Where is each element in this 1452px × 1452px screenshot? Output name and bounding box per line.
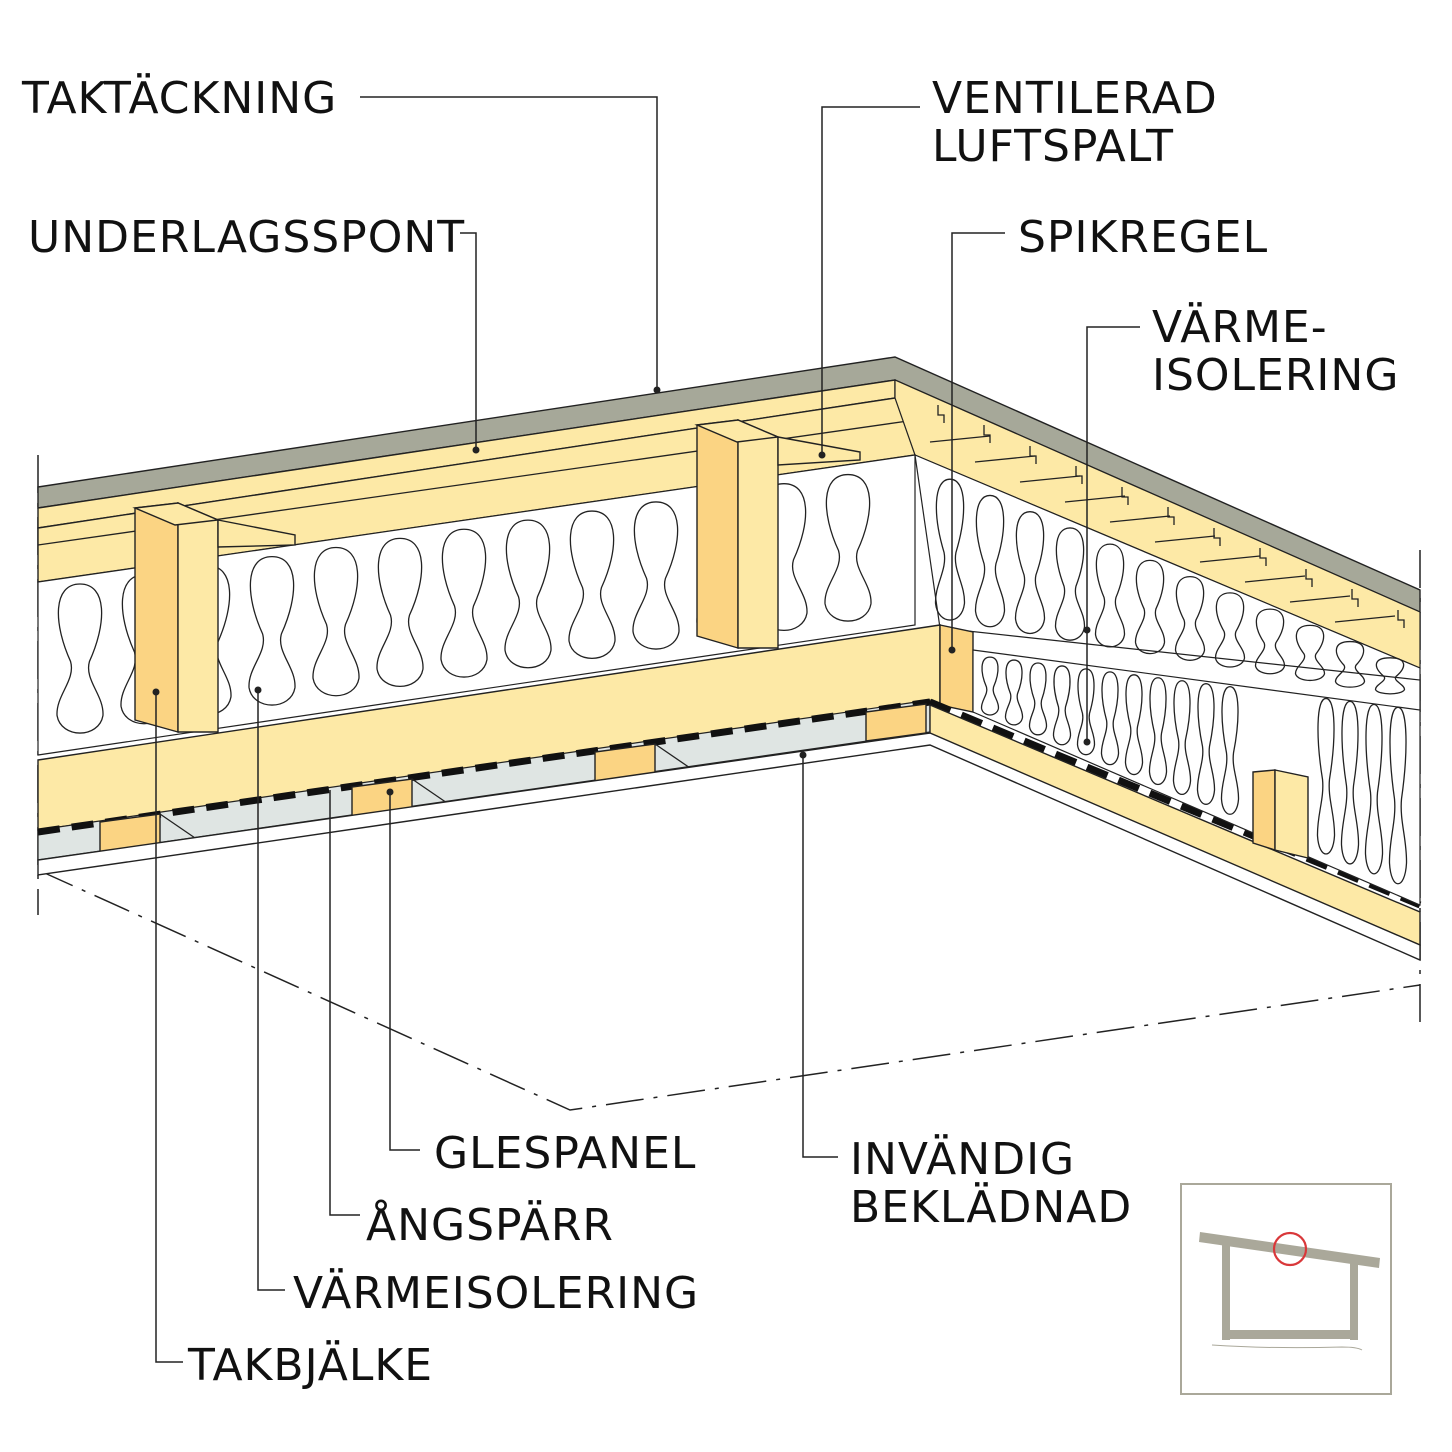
insulation-puff — [1374, 657, 1406, 695]
rafter-left — [132, 501, 296, 733]
label-varme-top-line2: ISOLERING — [1152, 350, 1399, 401]
right-lower-puffs — [980, 656, 1408, 885]
location-marker-icon — [1272, 1231, 1308, 1267]
label-spikregel: SPIKREGEL — [1018, 212, 1268, 263]
rafter-mid — [694, 418, 861, 649]
insulation-puff — [1196, 683, 1216, 805]
insulation-puff — [1172, 680, 1192, 796]
insulation-puff — [632, 501, 680, 650]
insulation-puff — [1388, 706, 1408, 885]
label-ventilerad-line1: VENTILERAD — [932, 73, 1218, 124]
insulation-puff — [1124, 674, 1144, 776]
labels: TAKTÄCKNING VENTILERAD LUFTSPALT UNDERLA… — [21, 72, 1399, 1391]
label-invandig-line1: INVÄNDIG — [850, 1133, 1075, 1185]
insulation-puff — [1174, 575, 1206, 661]
insulation-puff — [376, 537, 424, 688]
insulation-puff — [504, 519, 552, 669]
right-batten — [1252, 769, 1309, 859]
insulation-puff — [1134, 559, 1166, 655]
insulation-puff — [312, 546, 360, 697]
insulation-puff — [974, 494, 1006, 628]
label-angsparr: ÅNGSPÄRR — [366, 1198, 614, 1251]
insulation-puff — [1014, 511, 1046, 635]
insulation-puff — [1004, 659, 1024, 726]
label-varmeisolering: VÄRMEISOLERING — [293, 1267, 699, 1319]
insulation-puff — [568, 510, 616, 660]
label-invandig-line2: BEKLÄDNAD — [850, 1181, 1132, 1233]
insulation-puff — [1220, 685, 1240, 815]
right-lower-layers — [929, 649, 1421, 947]
label-taktackning: TAKTÄCKNING — [21, 72, 337, 124]
insulation-puff — [1094, 543, 1126, 648]
insulation-puff — [1334, 640, 1366, 688]
label-varme-top-line1: VÄRME- — [1152, 301, 1328, 353]
insulation-puff — [1316, 697, 1336, 855]
interior-cladding — [37, 732, 1421, 962]
insulation-puff — [1148, 677, 1168, 786]
insulation-puff — [1076, 668, 1096, 756]
insulation-puff — [1052, 665, 1072, 746]
label-ventilerad-line2: LUFTSPALT — [932, 121, 1174, 172]
insulation-puff — [1214, 592, 1246, 668]
insulation-puff — [1028, 662, 1048, 736]
insulation-puff — [56, 583, 104, 734]
label-underlagsspont: UNDERLAGSSPONT — [28, 212, 465, 263]
insulation-puff — [824, 473, 872, 622]
insulation-puff — [1254, 608, 1286, 675]
right-insulation-puffs — [934, 478, 1406, 695]
house-section-key-icon — [1180, 1183, 1392, 1395]
insulation-puff — [980, 656, 1000, 716]
insulation-puff — [1364, 703, 1384, 875]
insulation-puff — [440, 528, 488, 678]
insulation-puff — [248, 555, 296, 706]
vapour-barrier — [37, 698, 1422, 909]
label-takbjalke: TAKBJÄLKE — [187, 1339, 433, 1391]
insulation-puff — [1100, 671, 1120, 766]
leader-lines — [152, 96, 1140, 1363]
insulation-puff — [934, 478, 966, 621]
label-glespanel: GLESPANEL — [434, 1128, 696, 1179]
insulation-puff — [1340, 700, 1360, 865]
insulation-puff — [1294, 624, 1326, 682]
insulation-puff — [1054, 527, 1086, 641]
